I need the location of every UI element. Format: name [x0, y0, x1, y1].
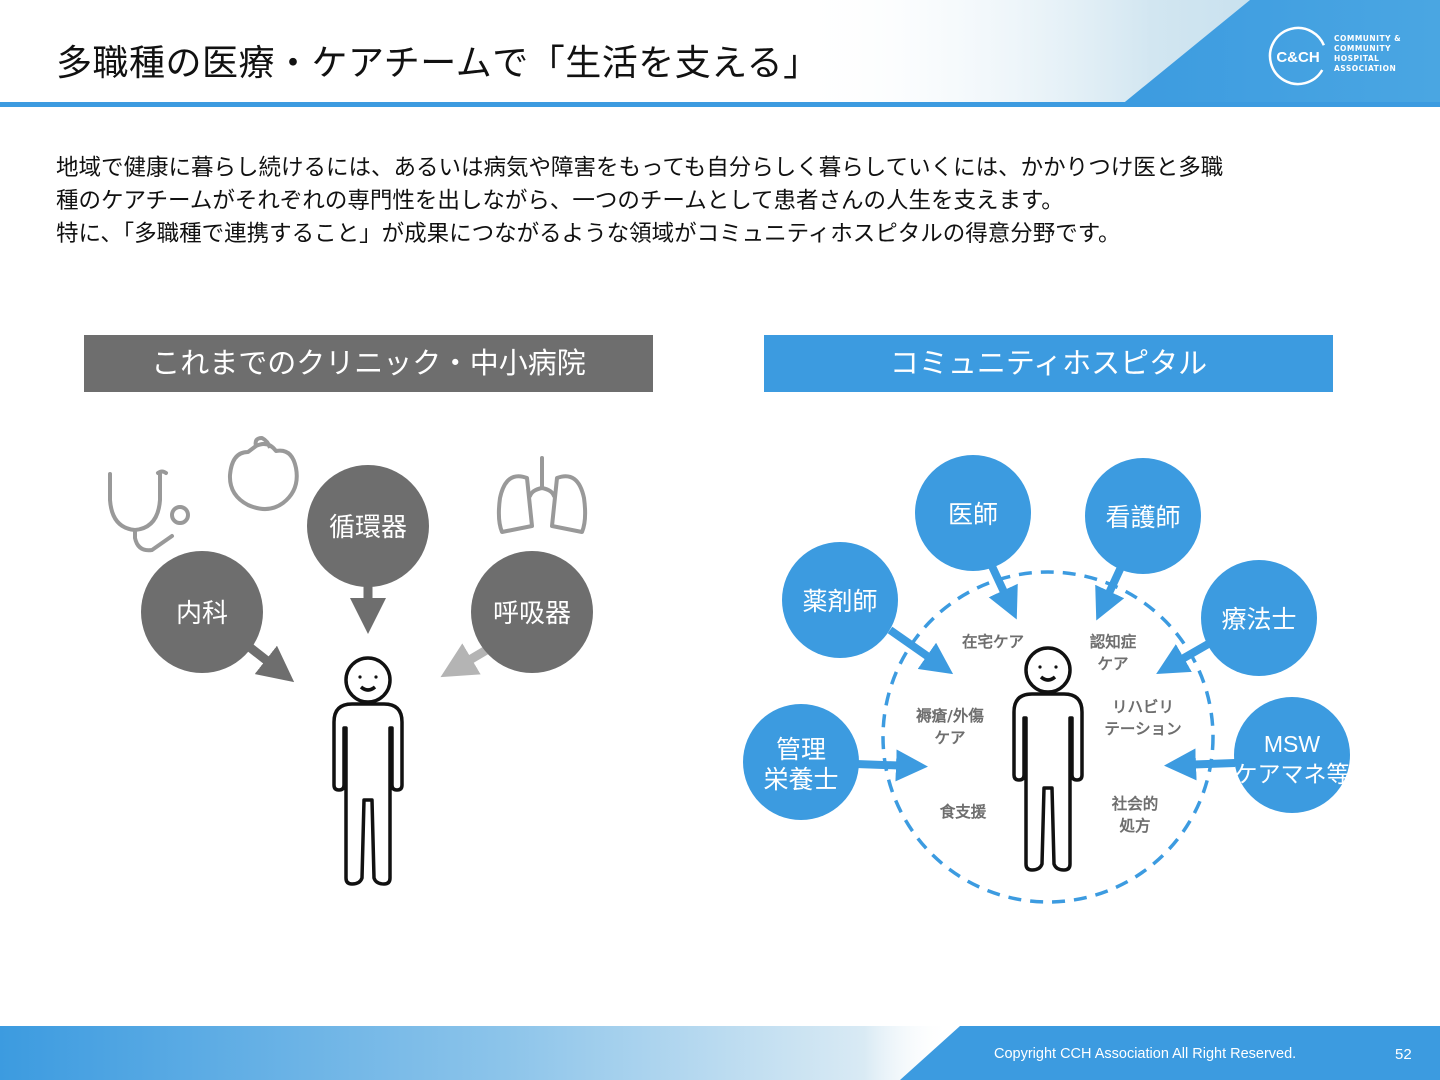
- specialty-label: 内科: [176, 599, 228, 629]
- arrow-ryohoshi: [1156, 639, 1212, 674]
- bubble-msw: MSW ケアマネ等: [1234, 697, 1350, 813]
- copyright-notice: Copyright CCH Association All Right Rese…: [994, 1046, 1297, 1062]
- bubble-kokyuki: 呼吸器: [471, 551, 593, 673]
- right-panel-heading: コミュニティホスピタル: [764, 335, 1333, 392]
- arrow-eiyoshi: [855, 749, 928, 782]
- bubble-eiyoshi: 管理 栄養士: [743, 704, 859, 820]
- intro-paragraph: 地域で健康に暮らし続けるには、あるいは病気や障害をもっても自分らしく暮らしていく…: [56, 152, 1396, 251]
- slide-title: 多職種の医療・ケアチームで「生活を支える」: [56, 43, 820, 84]
- logo-line: ASSOCIATION: [1334, 64, 1397, 73]
- logo-text: COMMUNITY & COMMUNITY HOSPITAL ASSOCIATI…: [1334, 34, 1401, 74]
- patient-figure-left: [332, 656, 404, 886]
- logo-line: COMMUNITY &: [1334, 34, 1402, 43]
- specialty-label: 呼吸器: [493, 599, 571, 629]
- cch-logo: C&CH: [1268, 26, 1328, 86]
- heart-icon: [227, 436, 299, 511]
- stethoscope-icon: [108, 469, 190, 553]
- care-area-label: 社会的: [1111, 794, 1159, 813]
- care-area-label: テーション: [1104, 720, 1181, 738]
- role-label: 療法士: [1221, 605, 1296, 634]
- specialty-label: 循環器: [329, 513, 407, 543]
- arrow-kangoshi: [1095, 563, 1126, 621]
- bubble-yakuzaishi: 薬剤師: [782, 542, 898, 658]
- role-label: 医師: [948, 500, 998, 529]
- care-area-label: ケア: [1097, 655, 1128, 673]
- role-label: 栄養士: [763, 765, 838, 794]
- bubble-kangoshi: 看護師: [1085, 458, 1201, 574]
- care-area-label: 褥瘡/外傷: [915, 706, 984, 725]
- left-panel-heading: これまでのクリニック・中小病院: [84, 335, 653, 392]
- care-area-label: 在宅ケア: [962, 632, 1024, 651]
- intro-line: 特に、「多職種で連携すること」が成果につながるような領域がコミュニティホスピタル…: [56, 221, 1121, 247]
- logo-mark: C&CH: [1276, 49, 1319, 66]
- footer-band: [0, 1026, 1440, 1080]
- care-area-label: 食支援: [939, 802, 987, 821]
- intro-line: 地域で健康に暮らし続けるには、あるいは病気や障害をもっても自分らしく暮らしていく…: [56, 155, 1224, 181]
- page-number: 52: [1395, 1046, 1412, 1063]
- logo-line: COMMUNITY: [1334, 44, 1392, 53]
- arrow-ishi: [986, 560, 1018, 620]
- intro-line: 種のケアチームがそれぞれの専門性を出しながら、一つのチームとして患者さんの人生を…: [56, 188, 1064, 214]
- role-label: 看護師: [1105, 503, 1180, 532]
- care-area-label: 認知症: [1090, 632, 1137, 651]
- bubble-ryohoshi: 療法士: [1201, 560, 1317, 676]
- bubble-naika: 内科: [141, 551, 263, 673]
- arrow-yakuzaishi: [887, 626, 954, 675]
- role-label: ケアマネ等: [1235, 762, 1350, 788]
- arrow-msw: [1164, 748, 1236, 781]
- care-area-label: 処方: [1119, 816, 1150, 835]
- role-label: 薬剤師: [802, 587, 877, 616]
- role-label: 管理: [776, 735, 826, 764]
- bubble-ishi: 医師: [915, 455, 1031, 571]
- header-band: [0, 0, 1440, 107]
- lungs-icon: [496, 456, 588, 534]
- care-area-label: リハビリ: [1112, 698, 1174, 716]
- logo-line: HOSPITAL: [1334, 54, 1380, 63]
- patient-figure-right: [1012, 646, 1084, 872]
- care-circle: [881, 570, 1215, 904]
- role-label: MSW: [1264, 731, 1321, 757]
- care-area-label: ケア: [934, 729, 965, 747]
- bubble-junkanki: 循環器: [307, 465, 429, 587]
